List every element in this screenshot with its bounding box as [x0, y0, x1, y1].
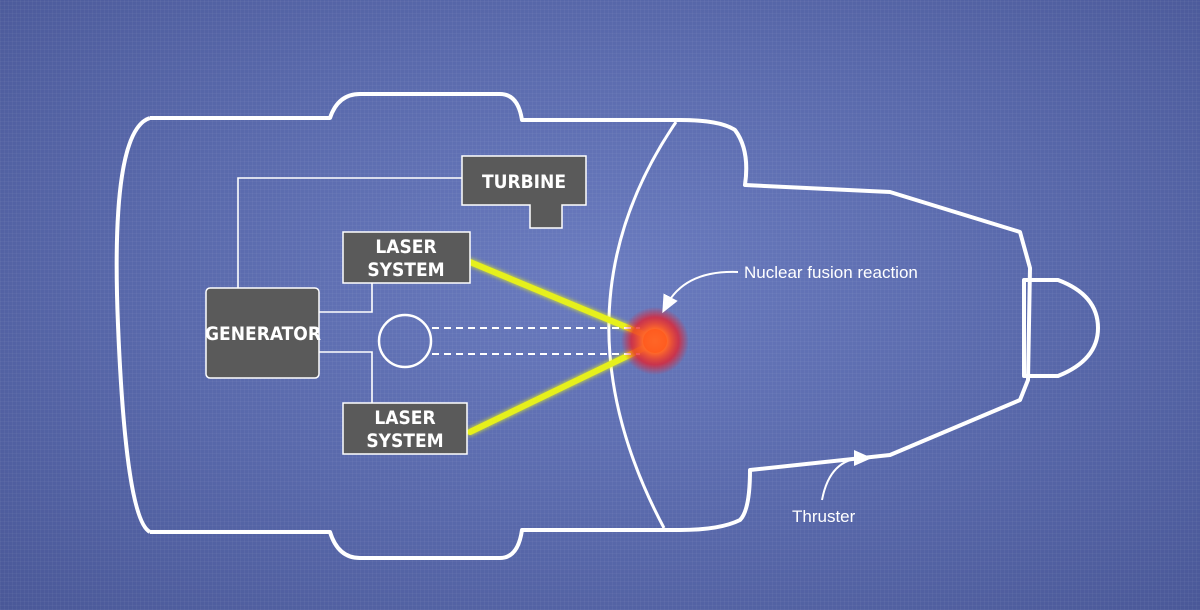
- laser-top-label-line2: SYSTEM: [367, 259, 444, 281]
- fusion-annotation: Nuclear fusion reaction: [744, 263, 918, 282]
- turbine-box: TURBINE: [461, 155, 587, 229]
- generator-label: GENERATOR: [205, 323, 321, 345]
- laser-bottom-label-line1: LASER: [374, 407, 435, 429]
- laser-top-label-line1: LASER: [375, 236, 436, 258]
- laser-system-bottom-box: LASER SYSTEM: [342, 402, 468, 455]
- generator-box: GENERATOR: [205, 287, 321, 379]
- laser-beam-top: [467, 259, 653, 340]
- turbine-label: TURBINE: [482, 171, 566, 193]
- wire-generator-laser-top: [318, 283, 373, 313]
- engine-outline: [150, 92, 1032, 560]
- laser-beams: [467, 259, 653, 435]
- thruster-annotation: Thruster: [792, 507, 856, 526]
- laser-system-top-box: LASER SYSTEM: [342, 231, 471, 284]
- wire-generator-laser-bottom: [318, 351, 373, 403]
- fusion-arrow: [662, 270, 739, 314]
- thruster-arrow: [821, 450, 872, 501]
- wiring: [237, 177, 462, 403]
- intake-ellipse: [114, 116, 152, 534]
- thruster-nozzle: [1022, 278, 1100, 378]
- laser-bottom-label-line2: SYSTEM: [366, 430, 443, 452]
- laser-beam-bottom: [467, 342, 653, 435]
- fuel-pellet: [377, 313, 433, 369]
- fusion-core: [643, 329, 667, 353]
- wire-generator-turbine: [237, 177, 462, 288]
